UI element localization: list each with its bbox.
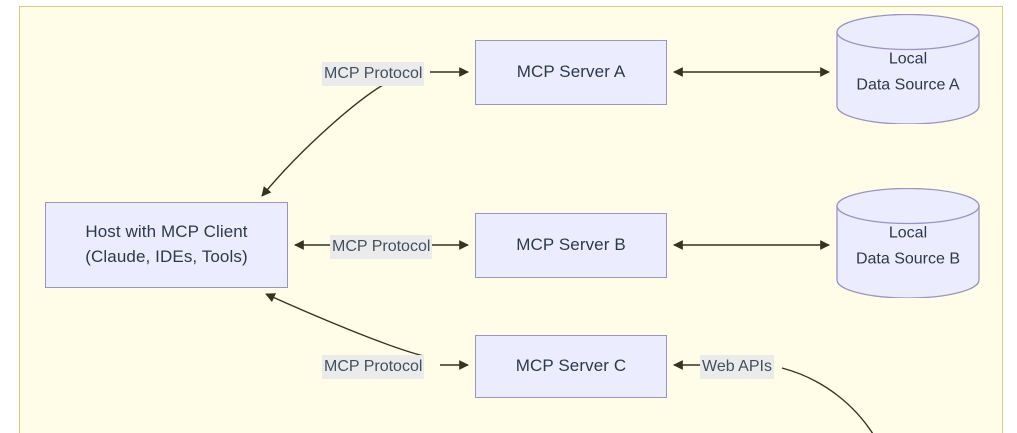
node-mcp-server-c-label: MCP Server C <box>515 356 627 376</box>
edge-label-mcp-protocol-a: MCP Protocol <box>322 62 425 86</box>
edge-label-mcp-protocol-c: MCP Protocol <box>322 355 425 379</box>
edge-label-web-apis: Web APIs <box>700 355 774 379</box>
edge-remote-service-curve <box>781 367 874 433</box>
node-mcp-server-b[interactable]: MCP Server B <box>475 213 667 278</box>
node-local-data-source-b[interactable]: Local Data Source B <box>836 187 980 299</box>
cylinder-shape-a <box>836 13 980 125</box>
edge-host-server-c <box>265 293 425 357</box>
node-mcp-server-a[interactable]: MCP Server A <box>475 40 667 105</box>
node-mcp-server-b-label: MCP Server B <box>516 235 626 255</box>
edge-label-mcp-protocol-b: MCP Protocol <box>330 235 433 259</box>
node-local-data-source-a[interactable]: Local Data Source A <box>836 13 980 125</box>
node-mcp-server-a-label: MCP Server A <box>516 62 626 82</box>
node-host-line2: (Claude, IDEs, Tools) <box>85 247 248 266</box>
edge-host-server-a <box>261 79 393 197</box>
cylinder-shape-b <box>836 187 980 299</box>
node-host-line1: Host with MCP Client <box>85 222 248 242</box>
node-mcp-server-c[interactable]: MCP Server C <box>475 335 667 398</box>
node-host-with-mcp-client[interactable]: Host with MCP Client (Claude, IDEs, Tool… <box>45 202 288 288</box>
